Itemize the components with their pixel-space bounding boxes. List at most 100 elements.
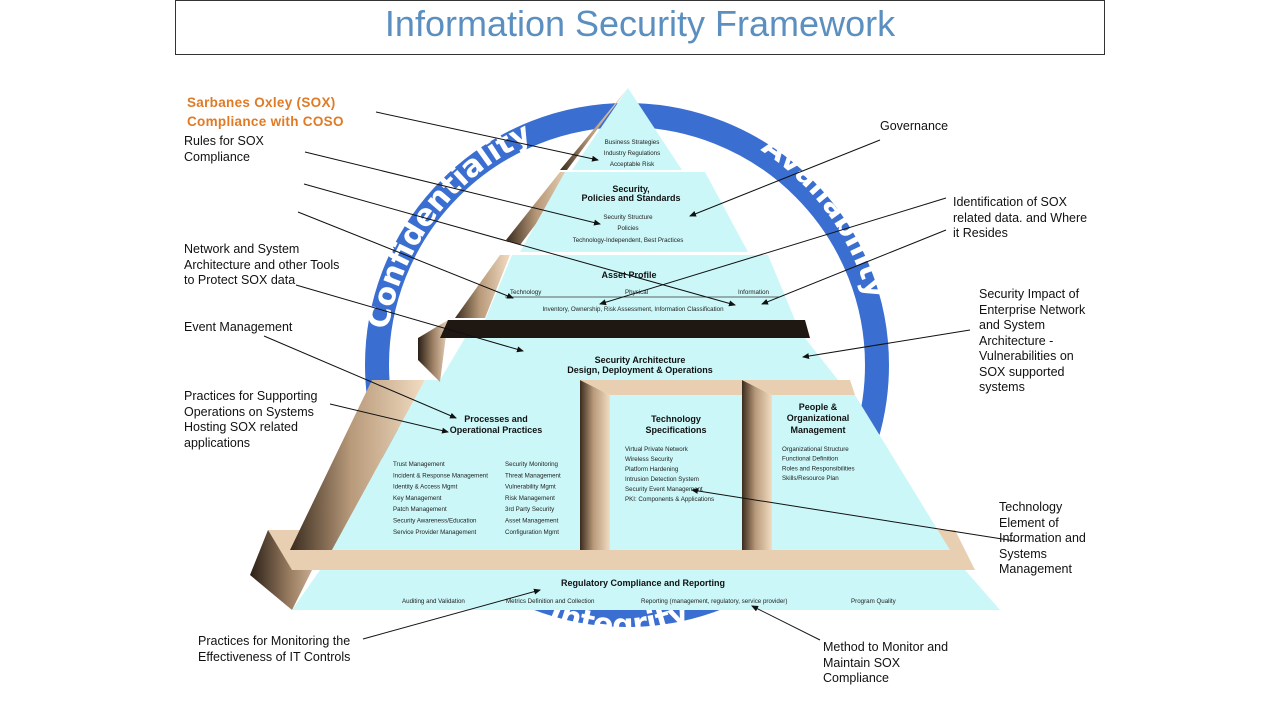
callout-event: Event Management (184, 320, 292, 336)
callout-line: systems (979, 380, 1025, 394)
tier3-column: Technology (510, 289, 542, 296)
leader-identification-2 (761, 229, 947, 305)
processes-item: Vulnerability Mgmt (505, 484, 556, 491)
top-side (560, 88, 628, 170)
technology-item: Intrusion Detection System (625, 476, 699, 483)
pillar-people (772, 395, 950, 550)
callout-line: Identification of SOX (953, 195, 1067, 209)
leader-lines (263, 111, 1016, 641)
leader-network (295, 284, 524, 353)
callout-governance: Governance (880, 119, 948, 135)
callout-line: Method to Monitor and (823, 640, 949, 654)
pillar-technology (610, 395, 742, 550)
callout-line: Practices for Supporting (184, 389, 318, 403)
processes-item: Threat Management (505, 472, 561, 479)
callout-line: Element of (999, 515, 1059, 530)
base-face (292, 570, 1000, 610)
leader-governance (689, 139, 881, 217)
callout-line: it Resides (953, 226, 1008, 240)
callout-line: Systems (999, 546, 1047, 561)
base-item: Metrics Definition and Collection (506, 598, 595, 605)
callout-line: Technology (999, 500, 1063, 514)
callout-line: Network and System (184, 242, 300, 256)
pillar-tech-top (580, 380, 742, 395)
tier1-text: Business Strategies Industry Regulations… (604, 139, 660, 168)
asset-side (455, 255, 510, 318)
processes-heading: Operational Practices (450, 425, 543, 435)
callout-line: related data. and Where (953, 210, 1088, 225)
callout-line: Practices for Monitoring the (198, 634, 351, 648)
people-text: People & Organizational Management Organ… (782, 402, 855, 482)
callout-line: Enterprise Network (979, 302, 1086, 317)
tier2-heading: Security, (612, 184, 649, 194)
people-item: Organizational Structure (782, 446, 849, 453)
callout-tech-element: Technology Element of Information and Sy… (999, 500, 1086, 578)
processes-item: Incident & Response Management (393, 472, 488, 479)
technology-text: Technology Specifications Virtual Privat… (625, 414, 714, 503)
callout-line: Maintain SOX (823, 655, 901, 670)
tier2-item: Security Structure (603, 214, 653, 221)
page-title: Information Security Framework (384, 3, 896, 44)
callout-line: Architecture - (979, 333, 1054, 348)
leader-unlabeled-2 (297, 211, 514, 299)
callout-line: Hosting SOX related (184, 420, 298, 434)
tier2-heading: Policies and Standards (581, 193, 680, 203)
pillar-gap-1 (580, 380, 610, 550)
asset-face (485, 255, 795, 320)
technology-heading: Technology (651, 414, 701, 424)
base-item: Auditing and Validation (402, 598, 465, 605)
processes-item: Key Management (393, 495, 442, 502)
processes-item: Security Monitoring (505, 461, 559, 468)
base-text: Regulatory Compliance and Reporting Audi… (402, 578, 897, 605)
tier1-item: Business Strategies (605, 139, 660, 146)
callout-line: Compliance (184, 149, 251, 164)
technology-item: Wireless Security (625, 456, 674, 463)
base-item: Program Quality (851, 598, 897, 605)
callout-line: Vulnerabilities on (979, 349, 1074, 363)
callout-practices-monitor: Practices for Monitoring the Effectivene… (198, 634, 350, 665)
processes-item: 3rd Party Security (505, 506, 555, 513)
leader-rules (304, 151, 601, 226)
people-item: Functional Definition (782, 456, 839, 463)
leader-event (263, 335, 457, 419)
leader-practices-support (329, 403, 449, 434)
callout-rules: Rules for SOX Compliance (184, 134, 264, 165)
tier3-footer: Inventory, Ownership, Risk Assessment, I… (542, 306, 724, 313)
processes-item: Patch Management (393, 506, 447, 513)
technology-item: Platform Hardening (625, 466, 679, 473)
callout-line: SOX supported (979, 364, 1065, 379)
pillars-side (290, 380, 425, 550)
callout-line: applications (184, 435, 251, 450)
people-heading: Management (790, 425, 845, 435)
processes-item: Identity & Access Mgmt (393, 484, 458, 491)
base-heading: Regulatory Compliance and Reporting (561, 578, 725, 588)
technology-heading: Specifications (645, 425, 706, 435)
callout-line: Compliance with COSO (187, 114, 344, 129)
technology-item: Virtual Private Network (625, 446, 689, 453)
processes-item: Service Provider Management (393, 529, 477, 536)
top-face (572, 88, 682, 170)
technology-item: PKI: Components & Applications (625, 496, 714, 503)
arch-ledge (440, 320, 810, 338)
callout-line: Architecture and other Tools (184, 257, 340, 272)
callout-sox-coso: Sarbanes Oxley (SOX) Compliance with COS… (187, 93, 344, 131)
leader-practices-monitor (362, 588, 541, 640)
callout-line: Rules for SOX (184, 134, 264, 148)
callout-line: Compliance (823, 671, 890, 685)
people-item: Roles and Responsibilities (782, 465, 855, 472)
leader-sox-coso (375, 111, 599, 162)
leader-identification (599, 197, 947, 306)
tier2-item: Technology-Independent, Best Practices (573, 237, 684, 244)
people-heading: People & (799, 402, 838, 412)
callout-line: Effectiveness of IT Controls (198, 649, 351, 664)
tier4-heading: Design, Deployment & Operations (567, 365, 713, 375)
leader-tech-element (691, 487, 1016, 542)
technology-item: Security Event Management (625, 486, 703, 493)
pillar-processes (332, 380, 580, 550)
tier1-item: Acceptable Risk (610, 161, 655, 168)
callout-line: Operations on Systems (184, 404, 314, 419)
arch-face (440, 338, 838, 380)
callout-line: Governance (880, 119, 949, 133)
leader-security-impact (802, 329, 971, 360)
title-box: Information Security Framework (175, 0, 1105, 55)
